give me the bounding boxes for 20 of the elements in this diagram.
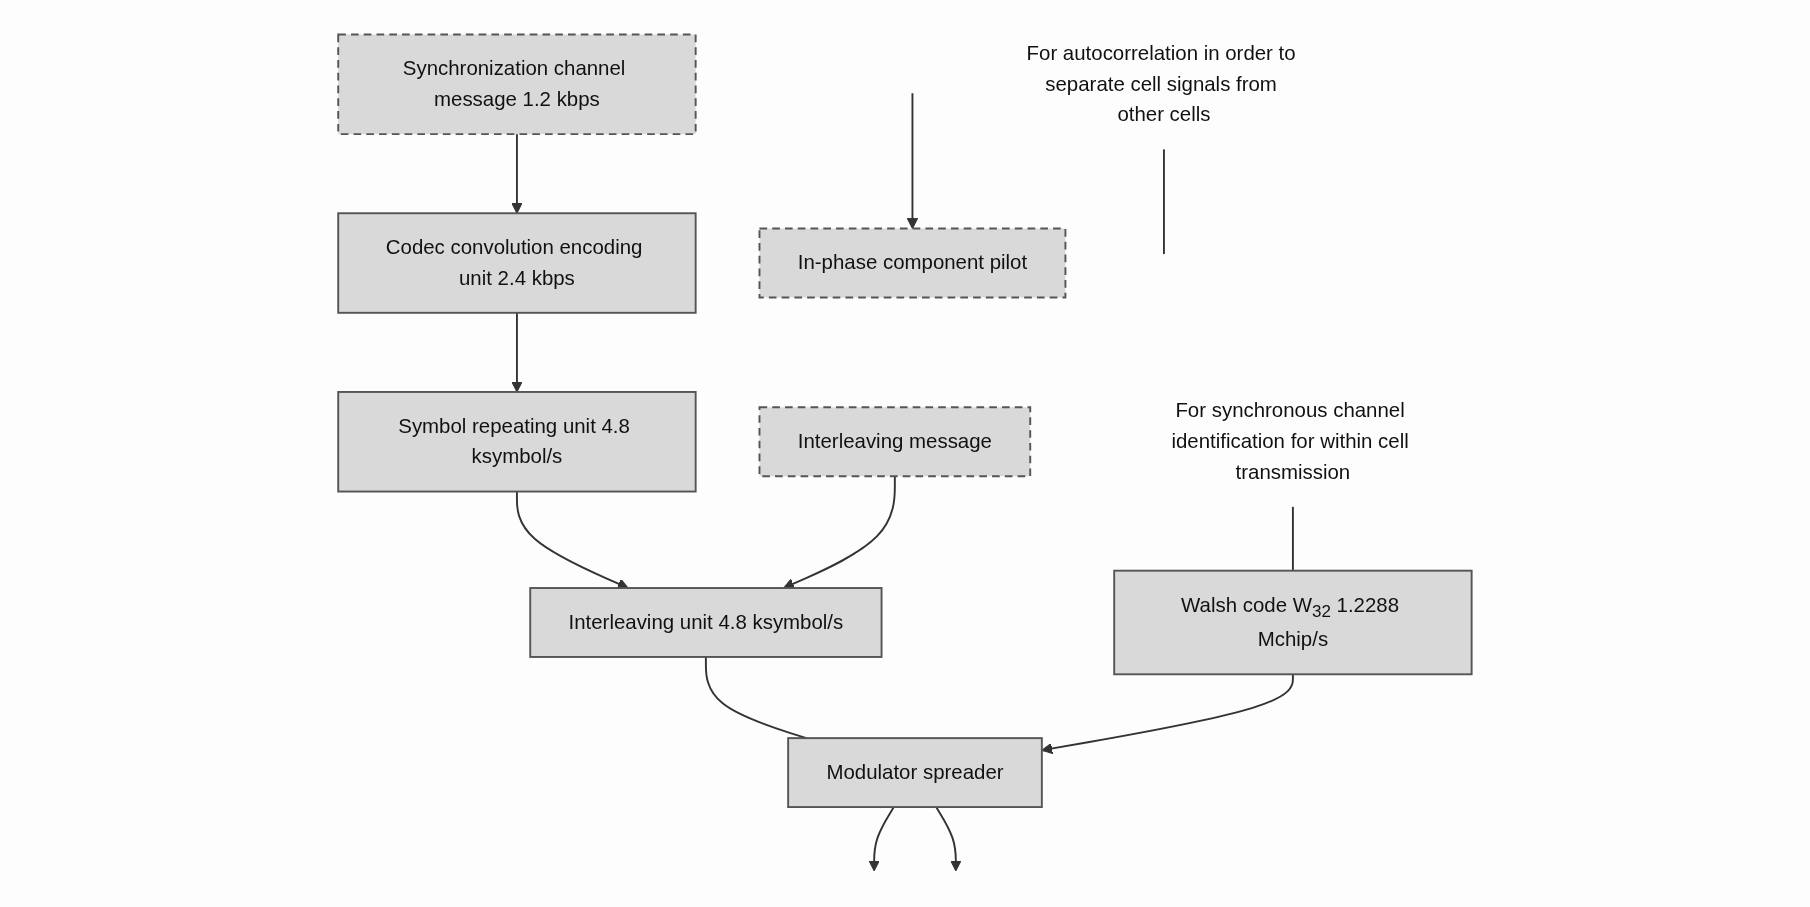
arrow	[935, 805, 962, 871]
arrow	[511, 132, 523, 214]
arrow	[783, 474, 896, 589]
node-box: In-phase component pilot	[758, 227, 1067, 298]
arrow	[1041, 672, 1294, 754]
arrow	[906, 91, 919, 229]
arrow	[516, 490, 629, 589]
node-box: Synchronization channel message 1.2 kbps	[337, 33, 697, 135]
node-box: Symbol repeating unit 4.8 ksymbol/s	[337, 390, 697, 492]
arrow	[868, 805, 895, 871]
node-text: For synchronous channel identification for within cell transmission	[1171, 399, 1409, 483]
node-box: Interleaving message	[758, 405, 1032, 477]
node-box: Interleaving unit 4.8 ksymbol/s	[529, 586, 883, 658]
connector	[1292, 505, 1294, 572]
node-box: Modulator spreader	[787, 736, 1043, 808]
arrow	[511, 311, 523, 392]
connector	[1163, 148, 1165, 255]
node-box: Codec convolution encoding unit 2.4 kbps	[337, 211, 697, 314]
node-box: Walsh code W$_{32}$ 1.2288 Mchip/s	[1113, 569, 1473, 675]
node-text: For autocorrelation in order to separate cell signals from other cells	[1026, 41, 1296, 125]
